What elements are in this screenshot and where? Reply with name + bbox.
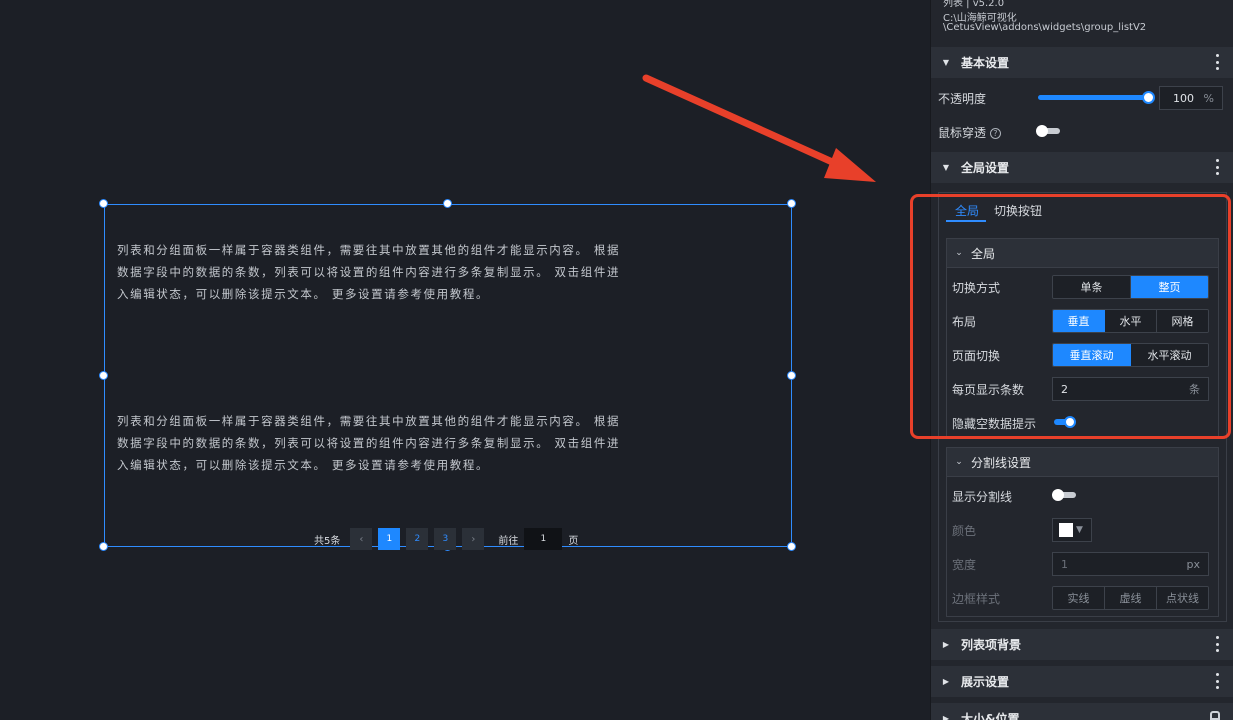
switch-mode-page[interactable]: 整页 bbox=[1131, 276, 1208, 298]
prev-page-button[interactable]: ‹ bbox=[350, 528, 373, 550]
global-settings-body bbox=[938, 192, 1227, 622]
page-button-3[interactable]: 3 bbox=[434, 528, 457, 550]
placeholder-text: 列表和分组面板一样属于容器类组件，需要往其中放置其他的组件才能显示内容。 根据 … bbox=[117, 414, 621, 472]
chevron-down-icon: ⌄ bbox=[955, 457, 963, 467]
caret-right-icon: ▶ bbox=[942, 640, 950, 649]
tab-global[interactable]: 全局 bbox=[955, 204, 980, 218]
goto-page-input[interactable]: 1 bbox=[524, 528, 563, 550]
switch-mode-single[interactable]: 单条 bbox=[1053, 276, 1131, 298]
placeholder-text: 列表和分组面板一样属于容器类组件，需要往其中放置其他的组件才能显示内容。 根据 … bbox=[117, 243, 621, 301]
page-suffix: 页 bbox=[568, 535, 579, 547]
page-switch-vertical[interactable]: 垂直滚动 bbox=[1053, 344, 1131, 366]
section-title: 基本设置 bbox=[961, 56, 1010, 70]
hide-empty-label: 隐藏空数据提示 bbox=[952, 417, 1037, 431]
resize-handle-top-right[interactable] bbox=[787, 199, 796, 208]
annotation-highlight-box bbox=[910, 194, 1231, 439]
widget-path: C:\山海鲸可视化 bbox=[943, 13, 1017, 24]
section-basic-settings[interactable]: ▼ 基本设置 bbox=[931, 47, 1233, 78]
more-icon[interactable] bbox=[1216, 159, 1220, 175]
page-switch-label: 页面切换 bbox=[952, 349, 1001, 363]
tab-switch-buttons[interactable]: 切换按钮 bbox=[994, 204, 1043, 218]
property-panel: 列表 | v5.2.0 C:\山海鲸可视化 \CetusView\addons\… bbox=[930, 0, 1233, 720]
section-title: 全局设置 bbox=[961, 161, 1010, 175]
caret-down-icon: ▼ bbox=[1076, 525, 1083, 535]
opacity-unit: % bbox=[1203, 91, 1214, 105]
resize-handle-bottom-left[interactable] bbox=[99, 542, 108, 551]
divider-width-unit: px bbox=[1186, 557, 1201, 571]
divider-width-input[interactable]: 1 px bbox=[1052, 552, 1209, 576]
resize-handle-top[interactable] bbox=[443, 199, 452, 208]
lock-icon[interactable] bbox=[1210, 711, 1220, 720]
section-title: 展示设置 bbox=[961, 675, 1010, 689]
show-divider-label: 显示分割线 bbox=[952, 490, 1013, 504]
active-tab-indicator bbox=[946, 220, 986, 222]
mouse-through-label: 鼠标穿透 ? bbox=[938, 124, 1001, 141]
layout-horizontal[interactable]: 水平 bbox=[1105, 310, 1157, 332]
divider-color-picker[interactable]: ▼ bbox=[1052, 518, 1092, 542]
goto-label: 前往 bbox=[498, 535, 519, 547]
more-icon[interactable] bbox=[1216, 636, 1220, 652]
layout-vertical[interactable]: 垂直 bbox=[1053, 310, 1105, 332]
chevron-down-icon: ⌄ bbox=[955, 248, 963, 258]
widget-title: 列表 | v5.2.0 bbox=[943, 0, 1005, 9]
opacity-label: 不透明度 bbox=[938, 92, 987, 106]
divider-group-header[interactable]: ⌄ 分割线设置 bbox=[946, 447, 1219, 477]
layout-label: 布局 bbox=[952, 315, 977, 329]
border-style-solid[interactable]: 实线 bbox=[1053, 587, 1105, 609]
layout-segment: 垂直 水平 网格 bbox=[1052, 309, 1209, 333]
switch-mode-label: 切换方式 bbox=[952, 281, 1001, 295]
per-page-input[interactable]: 2 条 bbox=[1052, 377, 1209, 401]
border-style-dashed[interactable]: 虚线 bbox=[1105, 587, 1157, 609]
divider-color-label: 颜色 bbox=[952, 524, 977, 538]
section-item-background[interactable]: ▶ 列表项背景 bbox=[931, 629, 1233, 660]
caret-down-icon: ▼ bbox=[942, 58, 950, 67]
color-swatch bbox=[1059, 523, 1073, 537]
page-switch-horizontal[interactable]: 水平滚动 bbox=[1131, 344, 1208, 366]
annotation-arrow-icon bbox=[642, 74, 876, 182]
hide-empty-toggle[interactable] bbox=[1052, 416, 1076, 428]
page-button-2[interactable]: 2 bbox=[406, 528, 429, 550]
per-page-unit: 条 bbox=[1189, 383, 1200, 396]
next-page-button[interactable]: › bbox=[462, 528, 485, 550]
per-page-label: 每页显示条数 bbox=[952, 383, 1025, 397]
page-switch-segment: 垂直滚动 水平滚动 bbox=[1052, 343, 1209, 367]
resize-handle-bottom-right[interactable] bbox=[787, 542, 796, 551]
section-title: 列表项背景 bbox=[961, 638, 1022, 652]
pagination-total: 共5条 bbox=[314, 535, 341, 547]
border-style-dotted[interactable]: 点状线 bbox=[1157, 587, 1208, 609]
section-size-position[interactable]: ▶ 大小&位置 bbox=[931, 703, 1233, 720]
show-divider-toggle[interactable] bbox=[1052, 489, 1076, 501]
section-global-settings[interactable]: ▼ 全局设置 bbox=[931, 152, 1233, 183]
mouse-through-toggle[interactable] bbox=[1036, 125, 1060, 137]
resize-handle-right[interactable] bbox=[787, 371, 796, 380]
caret-down-icon: ▼ bbox=[942, 163, 950, 172]
pagination: 共5条 ‹ 1 2 3 › 前往 1 页 bbox=[314, 528, 578, 550]
opacity-slider-thumb[interactable] bbox=[1142, 91, 1155, 104]
layout-grid[interactable]: 网格 bbox=[1157, 310, 1208, 332]
opacity-input[interactable]: 100 % bbox=[1159, 86, 1223, 110]
more-icon[interactable] bbox=[1216, 673, 1220, 689]
border-style-segment: 实线 虚线 点状线 bbox=[1052, 586, 1209, 610]
caret-right-icon: ▶ bbox=[942, 714, 950, 720]
divider-width-label: 宽度 bbox=[952, 558, 977, 572]
border-style-label: 边框样式 bbox=[952, 592, 1001, 606]
caret-right-icon: ▶ bbox=[942, 677, 950, 686]
global-group-header[interactable]: ⌄ 全局 bbox=[946, 238, 1219, 268]
page-button-1[interactable]: 1 bbox=[378, 528, 401, 550]
resize-handle-top-left[interactable] bbox=[99, 199, 108, 208]
switch-mode-segment: 单条 整页 bbox=[1052, 275, 1209, 299]
more-icon[interactable] bbox=[1216, 54, 1220, 70]
section-title: 大小&位置 bbox=[961, 712, 1020, 720]
help-icon[interactable]: ? bbox=[989, 128, 1001, 139]
widget-path: \CetusView\addons\widgets\group_listV2 bbox=[943, 22, 1147, 33]
resize-handle-left[interactable] bbox=[99, 371, 108, 380]
section-display-settings[interactable]: ▶ 展示设置 bbox=[931, 666, 1233, 697]
editor-canvas[interactable]: 列表和分组面板一样属于容器类组件，需要往其中放置其他的组件才能显示内容。 根据 … bbox=[0, 0, 930, 720]
opacity-slider[interactable] bbox=[1038, 95, 1148, 100]
